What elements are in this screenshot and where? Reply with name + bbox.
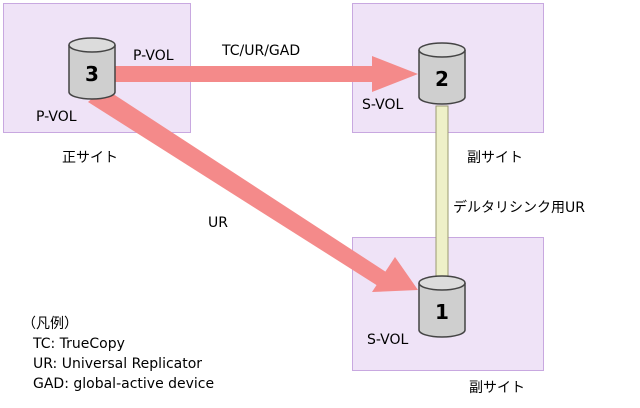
ur-arrow <box>88 88 418 292</box>
legend-item-gad: GAD: global-active device <box>33 376 215 392</box>
volume-3-tag-lower: P-VOL <box>36 109 77 125</box>
volume-2-cylinder <box>418 42 466 105</box>
delta-resync-link <box>435 105 449 281</box>
delta-resync-label: デルタリシンク用UR <box>453 200 585 216</box>
volume-1-cylinder <box>418 275 466 338</box>
volume-1-tag: S-VOL <box>367 332 409 348</box>
secondary-site-top-label: 副サイト <box>467 150 523 166</box>
tc-ur-gad-label: TC/UR/GAD <box>222 43 301 59</box>
secondary-site-bottom-label: 副サイト <box>469 380 525 396</box>
volume-3-tag-upper: P-VOL <box>133 48 174 64</box>
tc-ur-gad-arrow <box>108 56 418 92</box>
legend-item-ur: UR: Universal Replicator <box>33 356 203 372</box>
ur-label: UR <box>208 215 228 231</box>
legend-title: （凡例） <box>22 316 78 332</box>
volume-3-cylinder <box>68 37 116 100</box>
legend-item-tc: TC: TrueCopy <box>33 336 125 352</box>
volume-2-number: 2 <box>435 67 449 91</box>
volume-2-tag: S-VOL <box>362 97 404 113</box>
primary-site-label: 正サイト <box>62 150 118 166</box>
volume-3-number: 3 <box>85 62 99 86</box>
volume-1-number: 1 <box>435 300 449 324</box>
